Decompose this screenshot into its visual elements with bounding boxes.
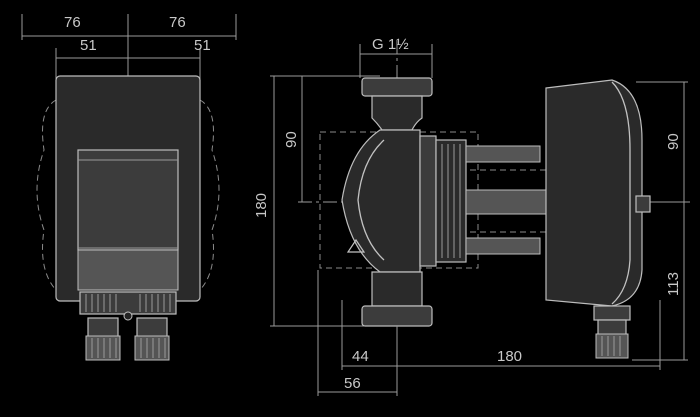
dim-offset-44: 44 [352,348,369,365]
dim-thread: G 1½ [372,36,409,53]
stator-fins [441,144,461,258]
flow-direction-arrow-icon [346,238,366,253]
side-terminal-block [593,305,631,321]
front-terminal-block [79,291,177,315]
front-center-screw [123,311,133,321]
dim-front-top-left: 76 [64,14,81,31]
side-view: G 1½ 180 90 [253,36,690,396]
side-cable-gland [595,319,629,359]
dim-height-upper: 90 [283,131,300,148]
dim-length-180: 180 [497,348,522,365]
upper-connecting-rod [465,145,541,163]
module-front-edge [611,81,631,305]
front-terminal-ribs [85,294,171,312]
lower-connecting-rod [465,237,541,255]
module-knob [635,195,651,213]
motor-stator [435,139,467,263]
dim-right-upper: 90 [665,133,682,150]
top-pipe-neck [371,95,423,131]
dim-offset-56: 56 [344,375,361,392]
dim-right-lower: 113 [665,272,682,296]
dim-front-inner-right: 51 [194,37,211,54]
front-right-bulge [199,99,220,291]
front-control-panel [77,249,179,291]
front-display-panel [77,149,179,251]
pump-volute [341,129,421,273]
dim-front-inner-left: 51 [80,37,97,54]
front-cable-gland-right [134,317,170,361]
pump-flange [419,135,437,267]
electronics-module [545,79,643,307]
bottom-pipe-neck [371,271,423,307]
dim-front-top-right: 76 [169,14,186,31]
volute-inner-curve [357,139,385,261]
front-left-bulge [36,99,57,291]
bottom-pipe-union [361,305,433,327]
center-shaft [465,189,551,215]
dim-height-total: 180 [253,193,270,218]
front-cable-gland-left [85,317,121,361]
front-view: 76 76 51 51 [21,14,237,361]
top-pipe-union [361,77,433,97]
